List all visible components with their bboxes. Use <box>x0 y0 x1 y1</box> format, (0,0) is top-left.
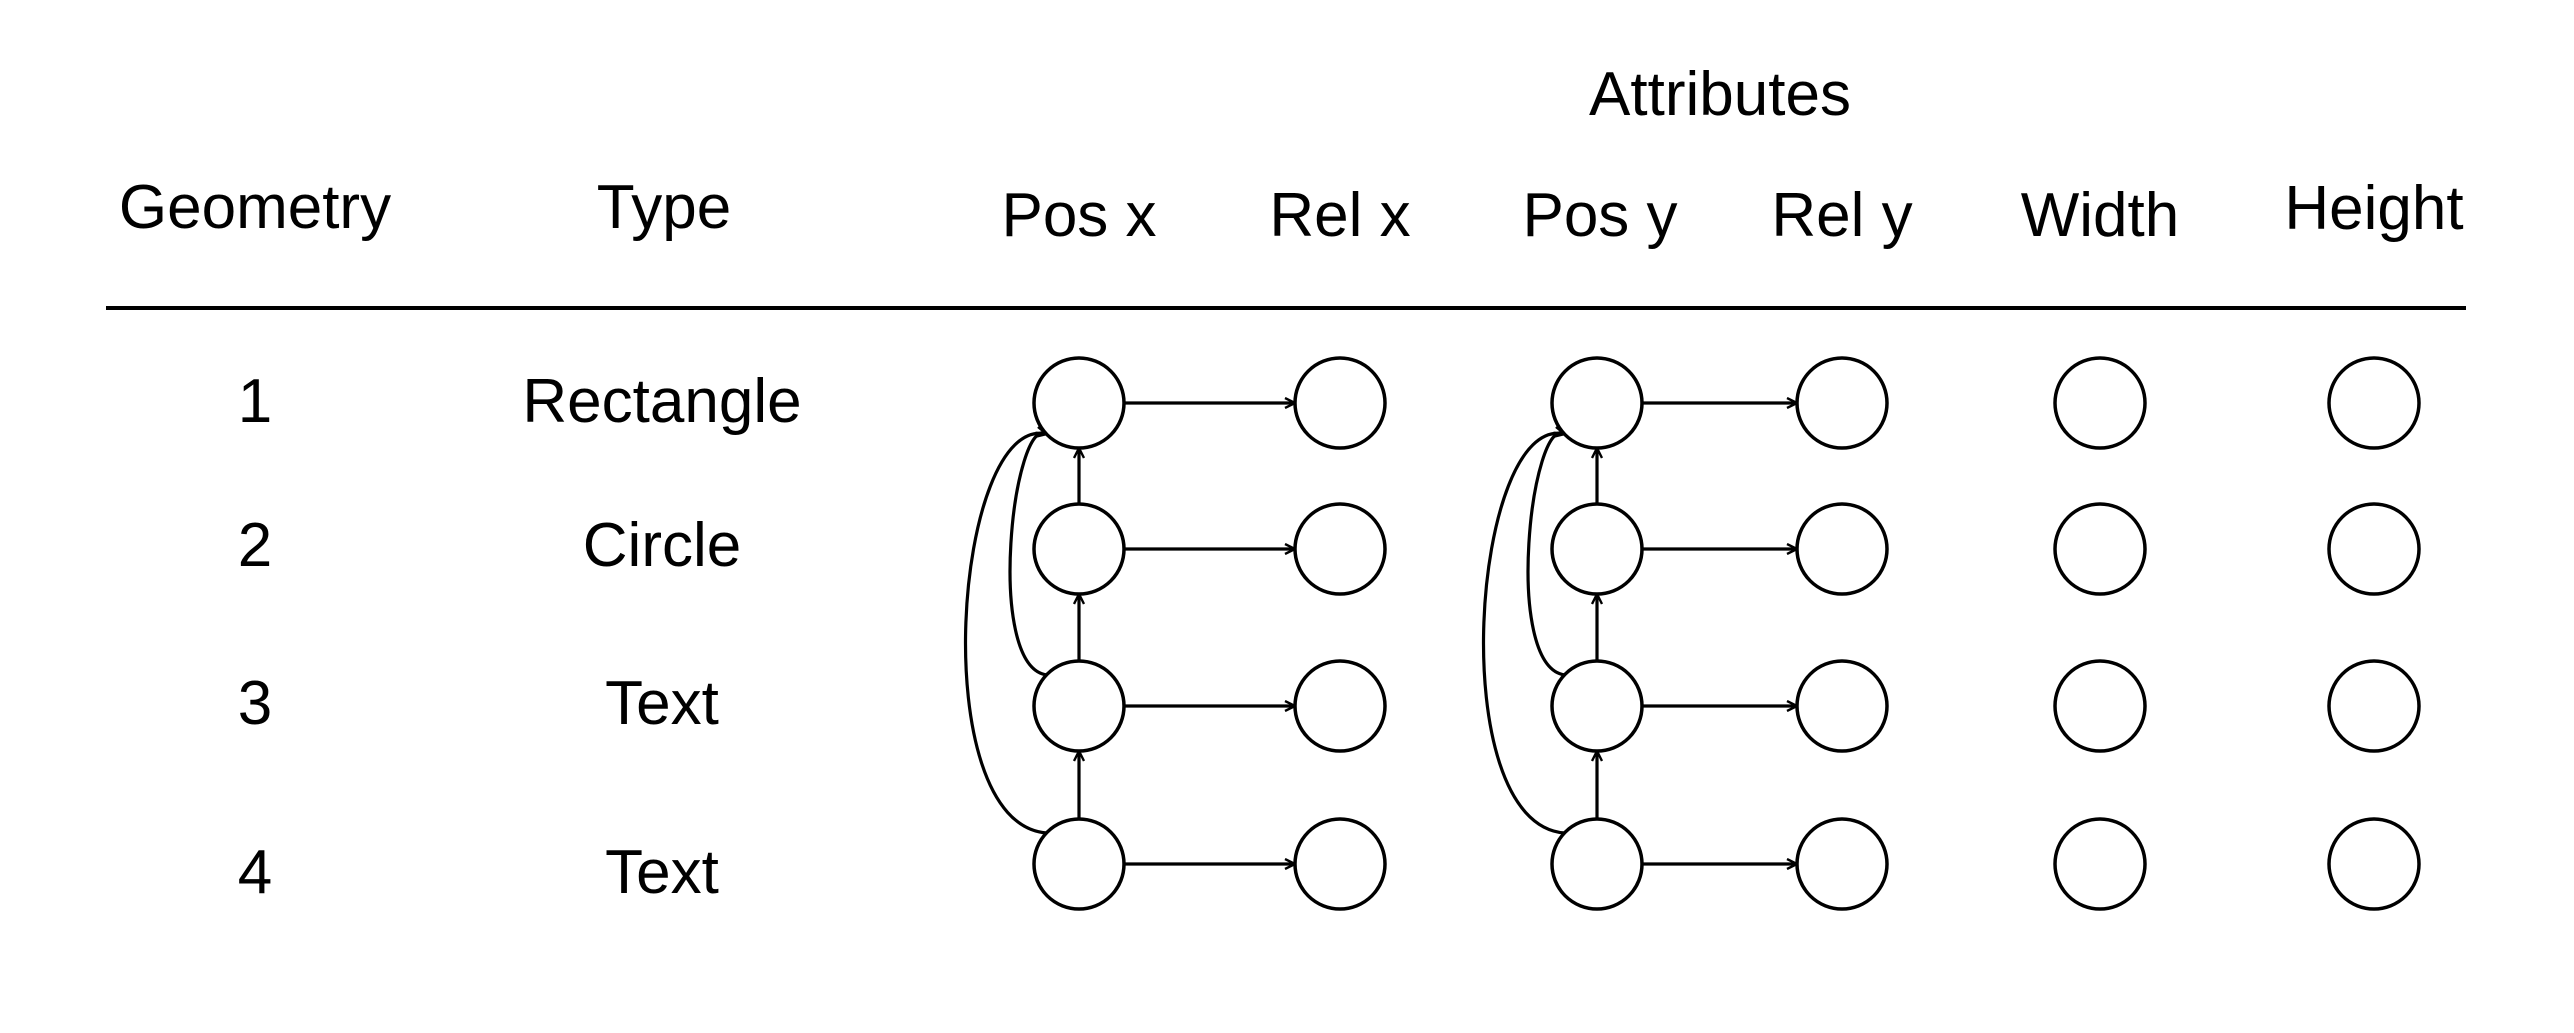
row-type-4: Text <box>605 838 719 907</box>
row-id-4: 4 <box>238 838 272 907</box>
node-height-row-3 <box>2327 659 2421 753</box>
column-header-rel-y: Rel y <box>1771 181 1912 250</box>
node-rel-y-row-4 <box>1795 817 1889 911</box>
node-pos-y-row-1 <box>1550 356 1644 450</box>
node-pos-y-row-4 <box>1550 817 1644 911</box>
row-id-2: 2 <box>238 511 272 580</box>
node-rel-y-row-3 <box>1795 659 1889 753</box>
node-height-row-2 <box>2327 502 2421 596</box>
node-rel-x-row-1 <box>1293 356 1387 450</box>
edge-layer <box>963 403 1797 864</box>
node-pos-x-row-2 <box>1032 502 1126 596</box>
node-width-row-3 <box>2053 659 2147 753</box>
row-type-3: Text <box>605 669 719 738</box>
node-pos-x-row-3 <box>1032 659 1126 753</box>
column-header-pos-y: Pos y <box>1522 181 1677 250</box>
node-height-row-1 <box>2327 356 2421 450</box>
column-header-height: Height <box>2284 174 2463 243</box>
column-header-pos-x: Pos x <box>1001 181 1156 250</box>
node-rel-y-row-2 <box>1795 502 1889 596</box>
node-pos-y-row-2 <box>1550 502 1644 596</box>
node-pos-x-row-4 <box>1032 817 1126 911</box>
row-type-2: Circle <box>583 511 741 580</box>
node-width-row-2 <box>2053 502 2147 596</box>
column-header-type: Type <box>597 173 731 242</box>
edge-pos-y-row-4-to-row-1 <box>1481 433 1565 835</box>
node-pos-x-row-1 <box>1032 356 1126 450</box>
node-rel-y-row-1 <box>1795 356 1889 450</box>
row-id-3: 3 <box>238 669 272 738</box>
attributes-header: Attributes <box>1589 60 1851 129</box>
node-pos-y-row-3 <box>1550 659 1644 753</box>
column-header-rel-x: Rel x <box>1269 181 1410 250</box>
column-header-geometry: Geometry <box>119 173 391 242</box>
node-rel-x-row-3 <box>1293 659 1387 753</box>
node-rel-x-row-2 <box>1293 502 1387 596</box>
edge-pos-x-row-3-to-row-1 <box>1008 433 1047 677</box>
node-width-row-4 <box>2053 817 2147 911</box>
column-header-width: Width <box>2021 181 2179 250</box>
row-id-1: 1 <box>238 367 272 436</box>
node-width-row-1 <box>2053 356 2147 450</box>
node-rel-x-row-4 <box>1293 817 1387 911</box>
row-type-1: Rectangle <box>522 367 801 436</box>
node-layer <box>1032 356 2421 911</box>
edge-pos-y-row-3-to-row-1 <box>1526 433 1565 677</box>
edge-pos-x-row-4-to-row-1 <box>963 433 1047 835</box>
node-height-row-4 <box>2327 817 2421 911</box>
